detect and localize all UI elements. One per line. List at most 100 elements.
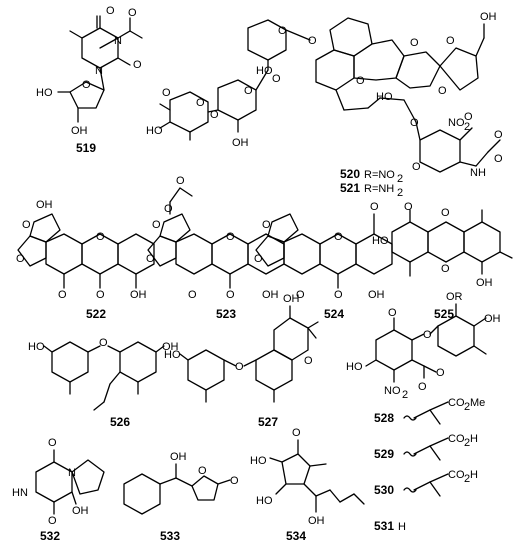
bond xyxy=(379,97,405,101)
bond xyxy=(243,359,257,367)
bond xyxy=(339,493,355,503)
atom-label: HO xyxy=(256,495,273,507)
bond xyxy=(169,187,181,203)
bond xyxy=(69,30,83,39)
ring-a xyxy=(51,341,89,383)
bond xyxy=(159,477,177,485)
bond xyxy=(217,479,231,485)
bond xyxy=(129,30,143,39)
ring-a xyxy=(391,221,429,263)
ring-c xyxy=(463,221,501,263)
compound-number: 533 xyxy=(160,529,180,543)
atom-label: O xyxy=(188,289,197,301)
atom-label-sub: 2 xyxy=(464,473,470,485)
atom-label: CO xyxy=(448,469,465,481)
bond xyxy=(353,493,365,505)
compound-number: 524 xyxy=(324,307,344,321)
ring-sugar-a xyxy=(247,19,287,61)
r-group-sub: 2 xyxy=(397,173,403,185)
atom-label: O xyxy=(196,97,205,109)
atom-label: O xyxy=(152,219,161,231)
atom-label: O xyxy=(296,289,305,301)
atom-label: OH xyxy=(308,515,325,527)
ring-core-c xyxy=(353,39,405,81)
ring-cyclopentenone xyxy=(281,453,311,485)
atom-label: O xyxy=(436,367,445,379)
ring-519 xyxy=(81,27,119,69)
compound-number: 520 xyxy=(340,167,360,181)
bond xyxy=(315,489,331,497)
atom-label: OH xyxy=(283,293,300,305)
compound-528-531-core: OR OH O O HO NO 2 O O xyxy=(346,291,501,401)
compound-number: 531 xyxy=(374,519,394,533)
compound-522: OH O O O O O OH 522 xyxy=(16,199,155,321)
atom-label: OH xyxy=(232,137,249,149)
ring-furan-a xyxy=(159,213,191,243)
atom-label: O xyxy=(388,307,397,319)
bond xyxy=(459,127,473,141)
bond xyxy=(429,401,449,411)
atom-label: O xyxy=(254,253,263,265)
bond xyxy=(207,109,219,113)
compound-number: 530 xyxy=(374,483,394,497)
atom-label: O xyxy=(48,437,57,449)
atom-label: O xyxy=(106,5,115,17)
bond xyxy=(103,383,111,403)
ring-furan-b xyxy=(255,235,285,267)
atom-label: O xyxy=(226,231,235,243)
atom-label: H xyxy=(398,521,406,533)
bond xyxy=(285,29,311,41)
atom-label: HO xyxy=(250,455,267,467)
atom-label: O xyxy=(370,201,379,213)
atom-label: O xyxy=(278,25,287,37)
atom-label-sub: 2 xyxy=(464,401,470,413)
compound-523: O O O O O O O OH 523 xyxy=(146,175,285,321)
bond xyxy=(429,409,441,425)
compound-number: 523 xyxy=(216,307,236,321)
ring-nitrosugar xyxy=(419,129,461,173)
atom-label: OH xyxy=(170,451,187,463)
atom-label: O xyxy=(235,361,244,373)
ring-a xyxy=(187,349,225,391)
atom-label: O xyxy=(356,75,365,87)
compound-525: HO O O O OH 525 xyxy=(372,201,513,321)
ring-furan-b xyxy=(147,235,177,267)
atom-label: O xyxy=(418,381,427,393)
bond xyxy=(307,327,317,339)
bond xyxy=(403,99,417,123)
atom-label: O xyxy=(262,219,271,231)
bond xyxy=(367,97,381,109)
atom-label: O xyxy=(308,35,317,47)
bond xyxy=(179,353,189,361)
bond xyxy=(413,481,431,491)
atom-label: O xyxy=(423,329,432,341)
atom-label: OH xyxy=(476,277,493,289)
atom-label: N xyxy=(68,467,76,479)
ring-furan-a xyxy=(267,213,299,243)
compound-530: 530 CO 2 H xyxy=(374,469,478,497)
ring-a xyxy=(375,329,413,371)
atom-label: O xyxy=(133,59,142,71)
bond xyxy=(117,30,131,39)
atom-label: H xyxy=(470,469,478,481)
atom-label: O xyxy=(446,35,455,47)
atom-label: O xyxy=(146,253,155,265)
atom-label: O xyxy=(230,475,239,487)
compound-number: 525 xyxy=(434,307,454,321)
atom-label: O xyxy=(99,337,108,349)
ring-phenyl xyxy=(123,473,161,515)
compound-number: 529 xyxy=(374,447,394,461)
bond xyxy=(429,437,449,447)
atom-label: O xyxy=(58,289,67,301)
bond xyxy=(473,317,487,327)
atom-label: HO xyxy=(36,87,53,99)
atom-label: N xyxy=(95,65,103,77)
ring-xanth-a xyxy=(283,233,321,275)
bond xyxy=(429,473,449,483)
atom-label: O xyxy=(48,515,57,527)
compound-number: 534 xyxy=(286,529,306,543)
bond xyxy=(413,445,431,455)
bond xyxy=(179,187,193,197)
atom-label: CO xyxy=(448,433,465,445)
